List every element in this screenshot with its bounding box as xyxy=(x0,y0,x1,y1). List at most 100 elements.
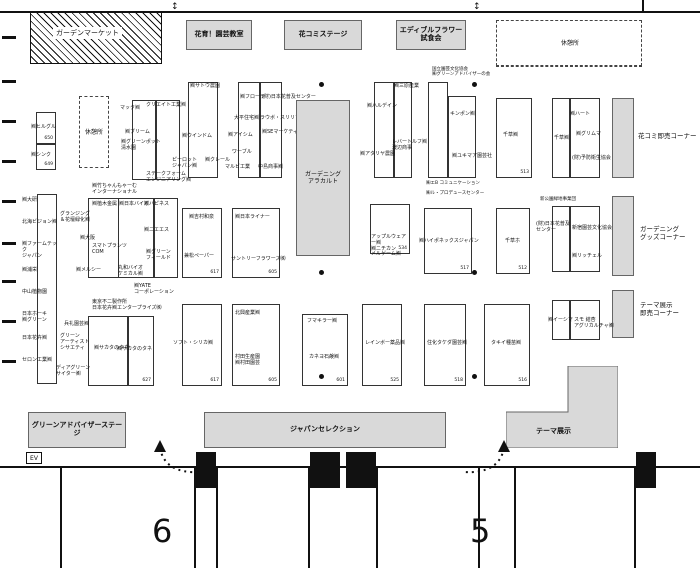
booth[interactable]: 北興産業㈱ 村田生産園 ㈱村田園芸 605 xyxy=(232,304,280,386)
booth-label[interactable]: ㈱アイシム xyxy=(228,132,253,138)
booth-label[interactable]: 東京不二製作所 日本花卉㈱エンタープライズ㈱ xyxy=(92,299,162,311)
booth-label[interactable]: ㈱ハート xyxy=(570,111,591,117)
booth-label[interactable]: グランジング ＆花壇緑化㈱ xyxy=(60,211,91,223)
booth-number: 513 xyxy=(520,170,529,175)
booth-number: 512 xyxy=(518,266,527,271)
rest-area-top[interactable]: 休憩所 xyxy=(496,20,642,66)
booth-label[interactable]: 大平住宅㈱ xyxy=(234,115,260,121)
booth-block xyxy=(570,98,600,178)
booth-label[interactable]: ㈱フローラ xyxy=(240,94,266,100)
booth-label[interactable]: マック㈱ xyxy=(120,105,141,111)
booth-label[interactable]: キンポン㈱ xyxy=(450,111,475,117)
booth-label[interactable]: ㈱グリーン フィールド xyxy=(146,249,171,261)
booth-label[interactable]: グリーン アーティスト シサエティ xyxy=(60,333,90,351)
booth-label[interactable]: ワーブル xyxy=(232,149,252,155)
flower-school-stage[interactable]: 花育！園芸教室 xyxy=(186,20,252,50)
booth-label[interactable]: (財)予防衛生協会 xyxy=(572,155,611,161)
booth-label[interactable]: 日本ホーキ ㈱グリーン xyxy=(22,311,48,323)
booth-label[interactable]: ㈱大阪 xyxy=(80,235,96,241)
booth-label[interactable]: 千草㈱ xyxy=(554,135,570,141)
booth-label[interactable]: ㈱サカタのタネ xyxy=(94,345,130,351)
booth-label[interactable]: (財)日本花普及 センター xyxy=(536,221,570,233)
booth-label[interactable]: 日本花卉㈱ xyxy=(22,335,48,341)
booth[interactable]: 千草ホ 512 xyxy=(496,208,530,274)
rest-area-left[interactable]: 休憩所 xyxy=(79,96,109,168)
booth-label[interactable]: ㈱サトウ農園 xyxy=(190,83,221,89)
edible-flower-stage[interactable]: エディブルフラワー 試食会 xyxy=(396,20,466,50)
booth-label[interactable]: ㈱竹ちゃんもゃーむ インターナショナル xyxy=(92,183,138,195)
booth-label[interactable]: ㈱ウインドム xyxy=(182,133,213,139)
gardening-goods-area[interactable] xyxy=(612,196,634,276)
booth[interactable]: アップルウェアー㈱ ㈱ニチカン メルゲーム㈱ 534 xyxy=(370,204,410,257)
booth-label[interactable]: 兵礼園芸㈱ xyxy=(64,321,90,327)
booth-label[interactable]: ㈱ニエエス xyxy=(144,227,170,233)
booth[interactable]: 住化タケダ園芸㈱ 518 xyxy=(424,304,467,386)
booth-label[interactable]: ディアグリーン サイター㈱ xyxy=(56,365,91,377)
garden-market-area[interactable]: ガーデンマーケット xyxy=(30,12,162,64)
booth-label[interactable]: スマトプランツ COM xyxy=(92,243,127,255)
booth-label[interactable]: ㈱ハルデイン xyxy=(367,103,398,109)
booth[interactable]: ㈱ハイポネックスジャパン 517 xyxy=(419,208,479,274)
booth-label[interactable]: ㈱ファームテック ジャパン xyxy=(22,241,57,259)
booth-number: 516 xyxy=(518,378,527,383)
booth-label[interactable]: マルビ工業 xyxy=(225,164,251,170)
booth-label[interactable]: ㈱SEマーケティング xyxy=(262,129,308,135)
gardening-alacarte-area[interactable]: ガーデニング アラカルト xyxy=(296,100,350,256)
booth-label[interactable]: ㈱三原産業 xyxy=(394,83,420,89)
japan-selection-stage[interactable]: ジャパンセレクション xyxy=(204,412,446,448)
booth-block xyxy=(154,198,178,278)
booth-label[interactable]: ㈱グリーンポット 清水園 xyxy=(121,139,161,151)
booth-label[interactable]: ㈱アタリヤ農園 xyxy=(360,151,396,157)
booth-label[interactable]: 丸和バイオ ケミカル㈱ xyxy=(118,265,144,277)
booth-label[interactable]: 北海ビジョン㈱ xyxy=(22,219,58,225)
booth-label[interactable]: ㈱植木金属 xyxy=(92,201,118,207)
booth[interactable]: レインボー薬品㈱ 525 xyxy=(362,304,405,386)
booth[interactable]: タキイ種苗㈱ 516 xyxy=(484,304,530,386)
booth-block xyxy=(238,82,260,178)
booth-label[interactable]: ㈱ブリーム xyxy=(125,129,150,135)
booth-label[interactable]: クリエイト工業㈱ xyxy=(146,102,187,108)
booth-label[interactable]: ㈱リッチェル xyxy=(572,253,603,259)
hanakomi-stage[interactable]: 花コミステージ xyxy=(284,20,362,50)
booth-label[interactable]: 新宿園芸文化協会 xyxy=(572,225,613,231)
booth[interactable]: ㈱吉村和泉 617 xyxy=(182,208,222,278)
booth[interactable]: ㈱サカタのタネ 627 xyxy=(117,316,154,386)
booth-label[interactable]: (財)日本花普及センター xyxy=(262,94,316,100)
gardening-goods-label: ガーデニング グッズコーナー xyxy=(640,225,686,241)
booth[interactable]: フマキラー㈱ カネヨ石鹸㈱ 601 xyxy=(302,314,348,386)
booth-label[interactable]: ステークフォーム エンジニアリング㈱ xyxy=(146,171,192,183)
booth-label[interactable]: セロン工業㈱ xyxy=(22,357,53,363)
booth-label[interactable]: ㈱浦栄 xyxy=(22,267,38,273)
booth[interactable]: 千草㈱ 513 xyxy=(496,98,532,178)
booth-label[interactable]: ㈱ハピネス xyxy=(144,201,170,207)
top-wall xyxy=(0,11,700,13)
booth-label[interactable]: レバートルフ㈱ 渡辺商事 xyxy=(392,139,428,151)
booth-label[interactable]: ㈱クレール xyxy=(205,157,231,163)
booth-label[interactable]: ㈱YATE コーポレーション xyxy=(134,283,174,295)
wall-block xyxy=(346,452,376,488)
booth-label[interactable]: ピーロット ジャパン㈱ xyxy=(172,157,198,169)
booth-label[interactable]: ㈱グリムマ xyxy=(576,131,602,137)
theme-sales-area[interactable] xyxy=(612,290,634,338)
green-advisor-stage[interactable]: グリーンアドバイザーステージ xyxy=(28,412,126,448)
booth-label[interactable]: ㈱ユキマア園芸社 xyxy=(452,153,493,159)
booth[interactable]: ㈱日本ライナー サントリーフラワーズ㈱ 605 xyxy=(231,208,285,278)
booth-label[interactable]: スモ 結杏 アグリカルチャ㈱ xyxy=(574,317,614,329)
booth-label[interactable]: ラウボ・スリリア xyxy=(260,115,301,121)
theme-exhibit-area[interactable]: テーマ展示 xyxy=(506,366,618,448)
booth-label[interactable]: 中島商事㈱ xyxy=(258,164,284,170)
booth-label[interactable]: 中山植物園 xyxy=(22,289,48,295)
booth-label[interactable]: ㈱メルシー xyxy=(76,267,102,273)
arrow-up-icon: ↕ xyxy=(473,2,481,12)
elevator[interactable]: EV xyxy=(26,452,42,464)
booth-column xyxy=(37,194,57,384)
hanakomi-sales-area[interactable] xyxy=(612,98,634,178)
booth-label[interactable]: ㈱日本バイオ xyxy=(119,201,150,207)
booth-label[interactable]: 兼松ペーパー xyxy=(184,253,214,259)
booth[interactable]: ソフト・シリカ㈱ 617 xyxy=(173,304,222,386)
booth-label[interactable]: ㈱大研 xyxy=(22,197,38,203)
booth-label[interactable]: ㈱イーシマ xyxy=(548,317,573,323)
plant-producer-note: ㈱ル・プロデュースセンター xyxy=(426,191,485,196)
